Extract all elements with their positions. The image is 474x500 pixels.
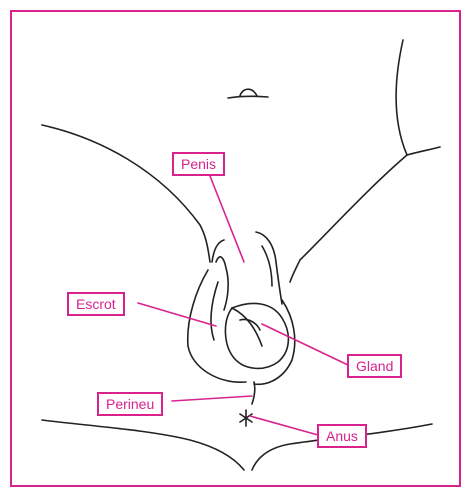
pointer-gland xyxy=(262,324,348,365)
anus-mark xyxy=(240,410,252,426)
pointer-perineu xyxy=(172,396,252,401)
label-penis: Penis xyxy=(172,152,225,176)
label-perineu: Perineu xyxy=(97,392,163,416)
pointer-anus xyxy=(250,416,318,435)
buttocks-outline xyxy=(42,420,432,470)
navel-outline xyxy=(228,89,268,98)
pointer-lines xyxy=(138,176,348,435)
label-escrot: Escrot xyxy=(67,292,125,316)
glans-outline xyxy=(225,303,288,368)
body-outline xyxy=(42,40,440,282)
label-anus: Anus xyxy=(317,424,367,448)
penis-outline xyxy=(212,232,282,310)
pointer-escrot xyxy=(138,303,216,326)
perineum-line xyxy=(252,382,255,404)
label-gland: Gland xyxy=(347,354,402,378)
